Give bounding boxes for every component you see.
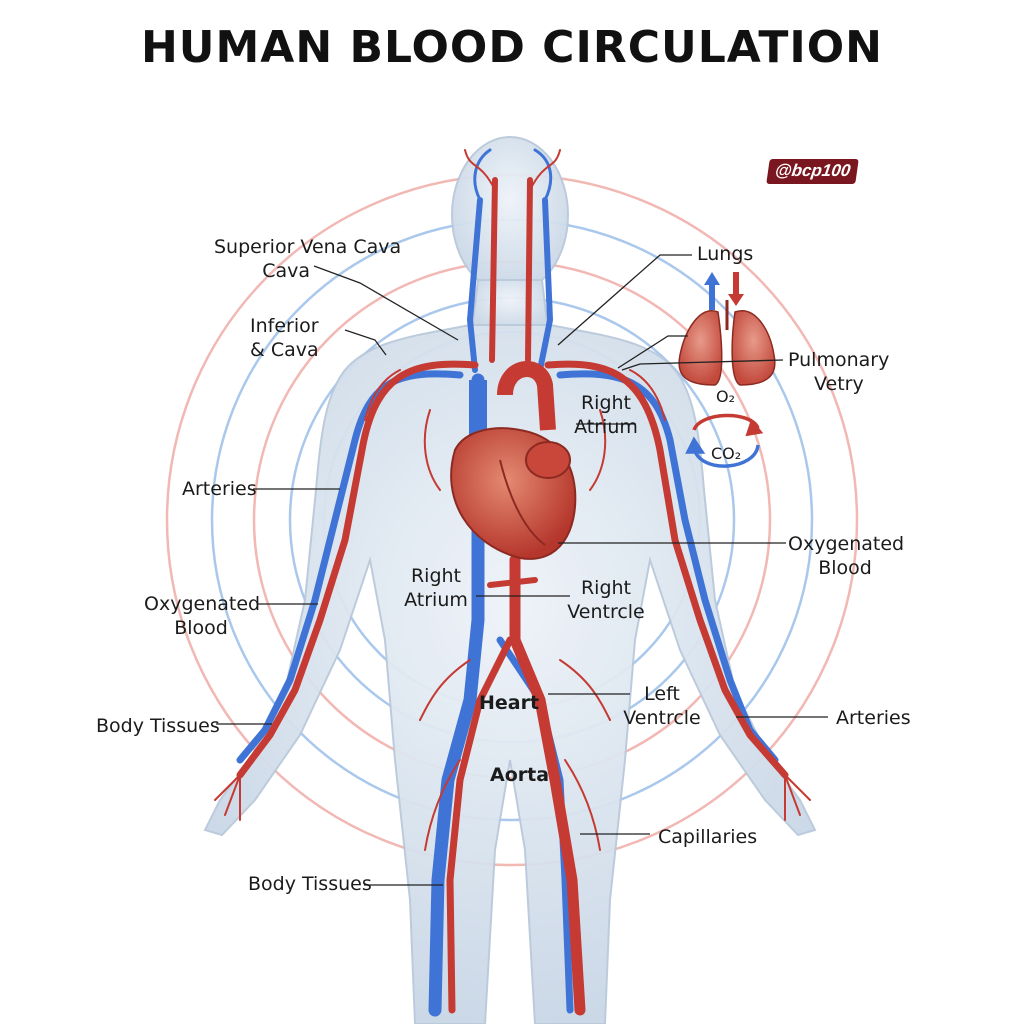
vein-jugular-left <box>466 197 483 373</box>
renal-branch <box>487 577 538 588</box>
aortic-arch <box>497 361 556 431</box>
artery-arm-right <box>544 360 789 779</box>
small-branches <box>214 149 811 851</box>
left-lung <box>678 310 723 386</box>
label-inferior-cava: Inferior & Cava <box>250 315 319 361</box>
label-oxygenated-blood-left: Oxygenated Blood <box>144 593 261 639</box>
lungs-icon <box>678 300 776 386</box>
gas-flow-arrows <box>704 272 744 310</box>
exchange-arc-blue <box>692 444 760 468</box>
label-capillaries: Capillaries <box>658 826 758 848</box>
vena-cava <box>428 373 485 1017</box>
vein-arm-right <box>556 370 779 764</box>
label-left-ventricle: Left Ventrcle <box>623 683 701 729</box>
watermark-badge: @bcp100 <box>766 159 859 184</box>
leader-lines <box>216 254 828 886</box>
vein-jugular-right <box>537 197 554 373</box>
arteries <box>214 149 811 1016</box>
label-aorta: Aorta <box>490 764 550 786</box>
label-co2: CO₂ <box>711 444 742 463</box>
page-title: HUMAN BLOOD CIRCULATION <box>140 22 884 73</box>
label-arteries-right: Arteries <box>836 707 911 729</box>
label-lungs: Lungs <box>697 243 754 265</box>
label-right-atrium-lower: Right Atrium <box>404 565 468 611</box>
label-superior-vena-cava: Superior Vena Cava Cava <box>214 236 402 282</box>
heart-atrium <box>525 441 571 479</box>
torso <box>203 324 817 1024</box>
vein-head <box>473 148 553 202</box>
right-lung <box>731 310 776 386</box>
label-body-tissues-left: Body Tissues <box>96 715 220 737</box>
label-right-atrium-upper: Right Atrium <box>574 392 638 438</box>
label-arteries-left: Arteries <box>182 478 257 500</box>
neck <box>470 279 550 331</box>
label-oxygenated-blood-right: Oxygenated Blood <box>788 533 905 579</box>
carotid-right <box>525 177 533 363</box>
label-o2: O₂ <box>716 387 736 406</box>
artery-arm-left <box>236 360 479 779</box>
carotid-left <box>489 177 498 363</box>
gas-exchange-cycle <box>685 413 764 468</box>
label-right-ventricle: Right Ventrcle <box>567 577 645 623</box>
up-arrowhead <box>704 272 720 285</box>
artery-leg-left <box>446 636 514 1014</box>
label-heart: Heart <box>479 692 540 714</box>
down-arrowhead <box>728 294 744 306</box>
label-body-tissues-bottom: Body Tissues <box>248 873 372 895</box>
aorta-descending <box>509 554 586 1016</box>
heart-icon <box>450 361 577 560</box>
heart-groove <box>499 459 546 546</box>
label-pulmonary-vetry: Pulmonary Vetry <box>788 349 890 395</box>
